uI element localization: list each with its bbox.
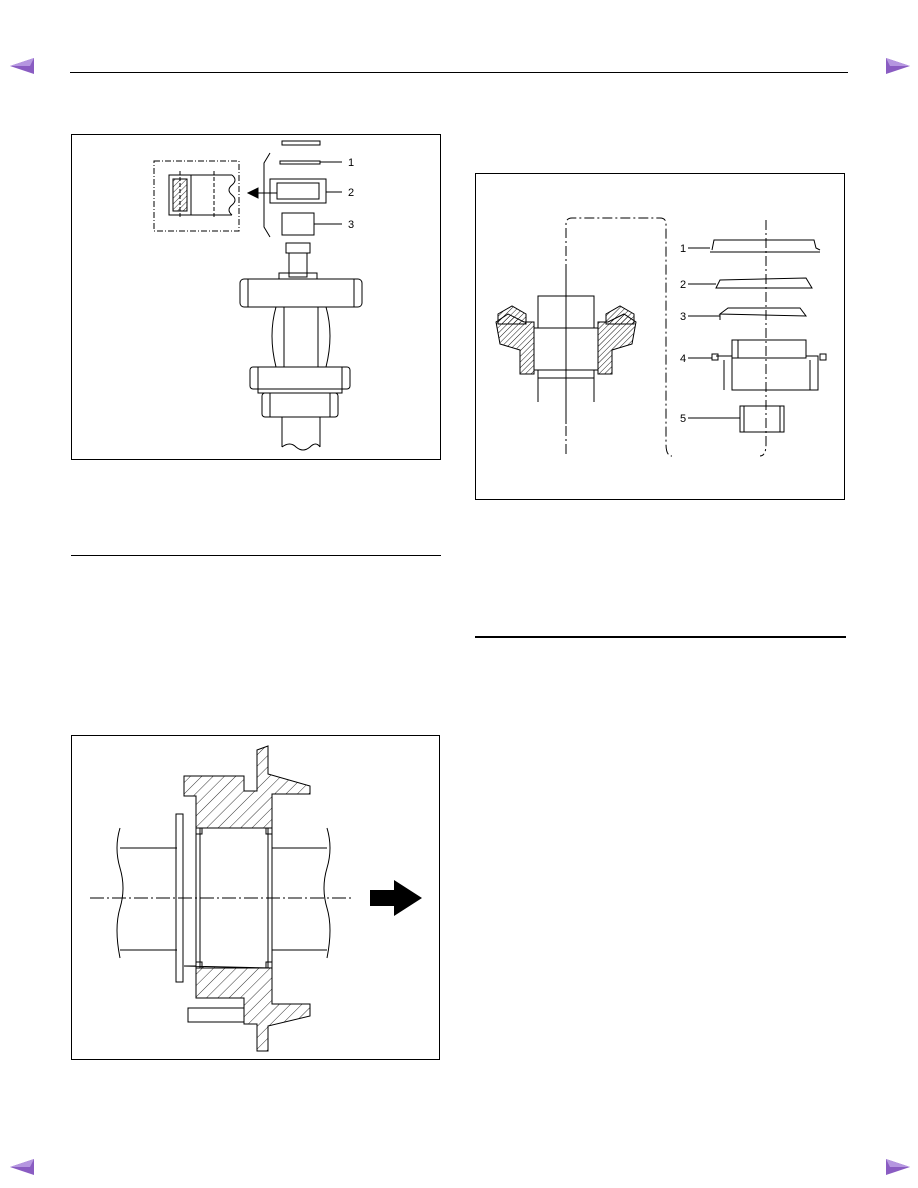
triangle-right-icon	[886, 58, 910, 74]
figure-shaft-exploded: 1 2 3	[71, 134, 441, 460]
callout-4: 4	[680, 353, 686, 365]
figure-sectional-view	[71, 735, 440, 1060]
triangle-left-icon	[10, 1159, 34, 1175]
direction-arrow-icon	[370, 880, 422, 916]
left-section-rule	[71, 555, 441, 556]
callout-1: 1	[680, 243, 686, 255]
header-rule	[70, 72, 848, 73]
callout-2: 2	[348, 187, 354, 199]
prev-page-top-button[interactable]	[8, 56, 36, 76]
prev-page-bottom-button[interactable]	[8, 1157, 36, 1177]
right-section-rule	[475, 636, 846, 638]
sectional-view-drawing	[90, 745, 422, 1052]
callout-2: 2	[680, 279, 686, 291]
next-page-top-button[interactable]	[884, 56, 912, 76]
shaft-exploded-drawing: 1 2 3	[153, 140, 363, 451]
callout-5: 5	[680, 413, 686, 425]
next-page-bottom-button[interactable]	[884, 1157, 912, 1177]
callout-3: 3	[348, 219, 354, 231]
triangle-right-icon	[886, 1159, 910, 1175]
callout-1: 1	[348, 157, 354, 169]
triangle-left-icon	[10, 58, 34, 74]
figure-bearing-assembly: 1 2 3 4 5	[475, 173, 845, 500]
bearing-assembly-drawing: 1 2 3 4 5	[495, 217, 827, 457]
callout-3: 3	[680, 311, 686, 323]
